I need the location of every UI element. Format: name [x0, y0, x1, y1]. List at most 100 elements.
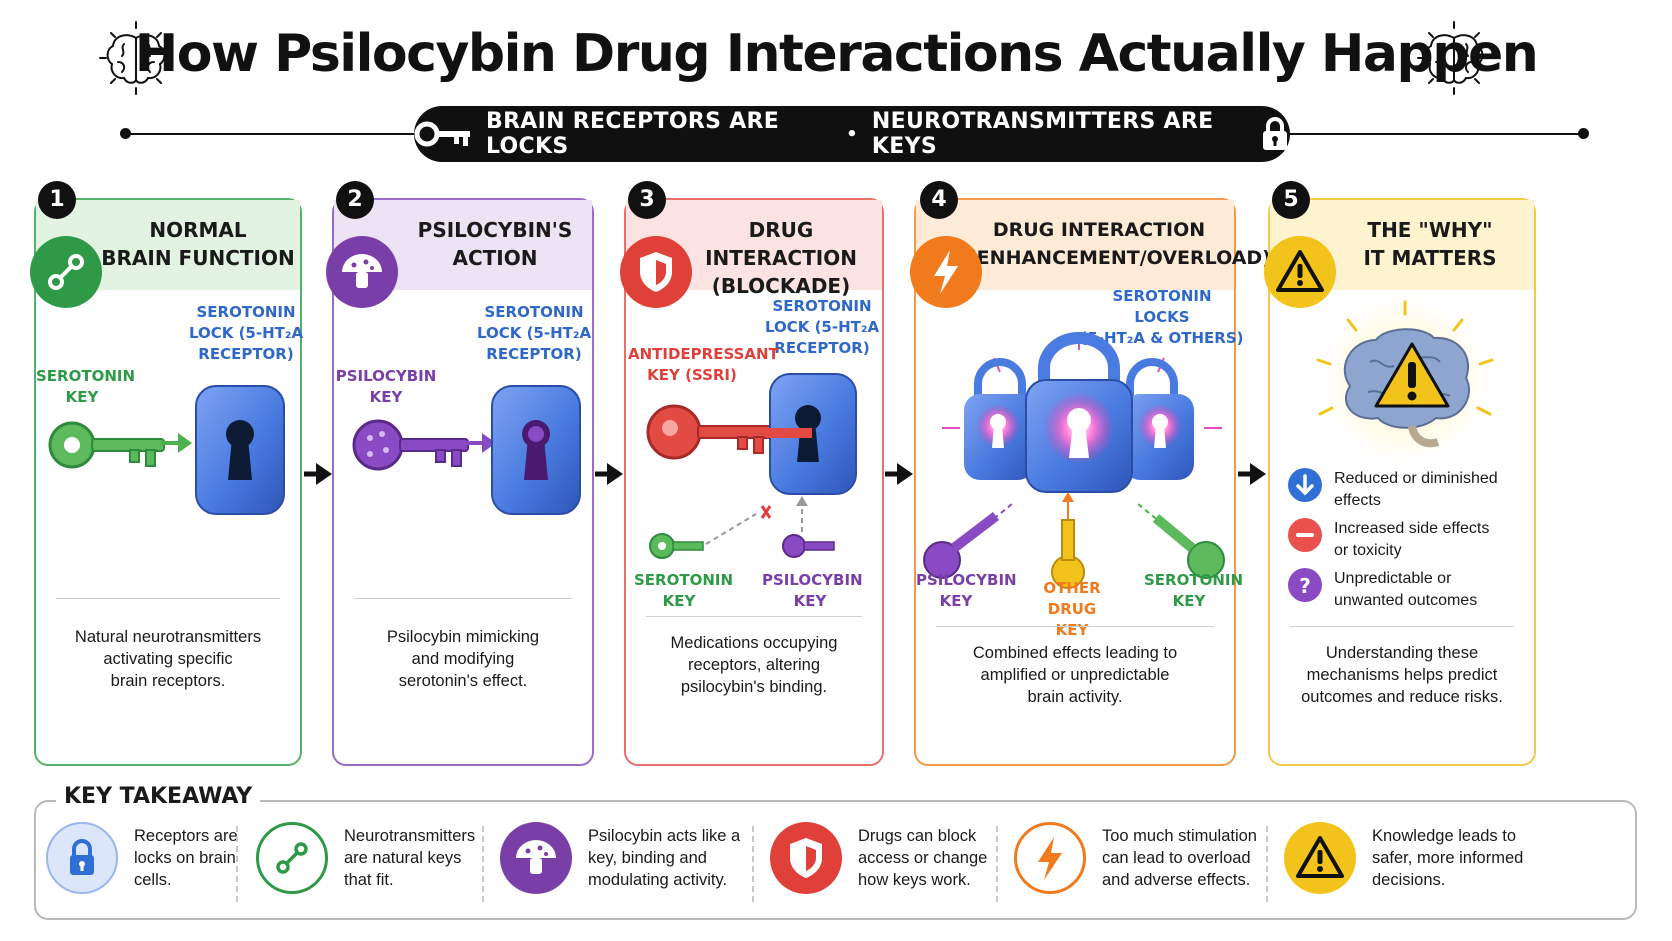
label-line: SEROTONIN: [484, 303, 584, 321]
panel-description: Psilocybin mimicking and modifying serot…: [344, 626, 582, 692]
takeaway-text: Receptors are locks on brain cells.: [134, 825, 244, 891]
left-lock: [964, 358, 1034, 480]
label-line: LOCK (5-HT₂A: [188, 324, 304, 342]
key-label: PSILOCYBIN KEY: [916, 570, 1017, 612]
lock-icon: [491, 385, 581, 515]
panel-title: THE "WHY" IT MATTERS: [1330, 216, 1530, 272]
rule-dot: [120, 128, 131, 139]
legend-line: Reduced or diminished: [1334, 470, 1498, 487]
green-key: [1152, 514, 1225, 579]
desc-line: Natural neurotransmitters: [74, 628, 262, 646]
label-line: KEY: [65, 388, 99, 406]
key-takeaway-label: KEY TAKEAWAY: [56, 784, 261, 809]
key-label: ANTIDEPRESSANT KEY (SSRI): [628, 344, 779, 386]
label-line: PSILOCYBIN: [762, 571, 863, 589]
legend-text: Unpredictable or unwanted outcomes: [1334, 568, 1477, 612]
warning-icon: [1264, 236, 1336, 308]
shield-icon: [620, 236, 692, 308]
takeaway-line: that fit.: [344, 871, 394, 889]
legend-line: or toxicity: [1334, 542, 1402, 559]
label-line: SEROTONIN: [1144, 571, 1244, 589]
lock-label: SEROTONIN LOCK (5-HT₂A RECEPTOR): [186, 302, 306, 365]
arrow-down-icon: [1288, 468, 1322, 502]
takeaway-separator: [752, 826, 754, 902]
incoming-keys-icon: [923, 492, 1225, 589]
takeaway-line: can lead to overload: [1102, 849, 1251, 867]
brain-icon: [1417, 21, 1491, 95]
desc-line: Medications occupying: [670, 634, 838, 652]
takeaway-separator: [482, 826, 484, 902]
flow-arrow-icon: [595, 463, 623, 485]
legend-item: ? Unpredictable or unwanted outcomes: [1288, 568, 1477, 612]
key-label: OTHER DRUG KEY: [1020, 578, 1124, 641]
label-line: OTHER DRUG: [1043, 579, 1101, 618]
label-line: RECEPTOR): [774, 339, 870, 357]
banner-separator: •: [846, 123, 858, 145]
panel-description: Natural neurotransmitters activating spe…: [46, 626, 290, 692]
title-line: BRAIN FUNCTION: [101, 246, 295, 270]
purple-key: [923, 512, 1000, 579]
lock-label: SEROTONIN LOCK (5-HT₂A RECEPTOR): [474, 302, 594, 365]
title-line: DRUG INTERACTION: [992, 219, 1206, 241]
lightning-icon: [1014, 822, 1086, 894]
link-icon: [256, 822, 328, 894]
key-icon: [414, 121, 470, 147]
banner-left-text: BRAIN RECEPTORS ARE LOCKS: [486, 109, 780, 159]
serotonin-key-icon: [48, 421, 165, 469]
label-line: LOCK (5-HT₂A: [764, 318, 880, 336]
takeaway-text: Knowledge leads to safer, more informed …: [1372, 825, 1532, 891]
desc-line: and modifying: [411, 650, 515, 668]
padlock-icon: [1263, 117, 1287, 150]
takeaway-line: access or change: [858, 849, 988, 867]
label-line: SEROTONIN: [196, 303, 296, 321]
divider: [646, 616, 862, 617]
label-line: LOCKS: [1134, 308, 1190, 326]
legend-text: Increased side effects or toxicity: [1334, 518, 1489, 562]
takeaway-item: Knowledge leads to safer, more informed …: [1284, 822, 1532, 894]
title-line: (ENHANCEMENT/OVERLOAD): [968, 247, 1271, 269]
takeaway-text: Too much stimulation can lead to overloa…: [1102, 825, 1262, 891]
label-line: KEY (SSRI): [647, 366, 737, 384]
legend-line: Unpredictable or: [1334, 570, 1452, 587]
minus-icon: [1288, 518, 1322, 552]
title-line: IT MATTERS: [1363, 246, 1497, 270]
takeaway-item: Neurotransmitters are natural keys that …: [256, 822, 484, 894]
banner-right-text: NEUROTRANSMITTERS ARE KEYS: [871, 109, 1214, 159]
panel-title: DRUG INTERACTION (ENHANCEMENT/OVERLOAD): [968, 216, 1271, 272]
desc-line: serotonin's effect.: [398, 672, 528, 690]
page-title: How Psilocybin Drug Interactions Actuall…: [134, 24, 1539, 84]
takeaway-line: Neurotransmitters: [344, 827, 476, 845]
title-line: NORMAL: [149, 218, 247, 242]
lock-label: SEROTONIN LOCK (5-HT₂A RECEPTOR): [762, 296, 882, 359]
lock-icon: [195, 385, 285, 515]
question-icon: ?: [1288, 568, 1322, 602]
takeaway-line: cells.: [134, 871, 172, 889]
yellow-key: [1051, 519, 1085, 589]
arrow-icon: [466, 433, 496, 453]
svg-text:?: ?: [1299, 574, 1311, 598]
center-lock: [1025, 332, 1133, 493]
panel-title: PSILOCYBIN'S ACTION: [404, 216, 586, 272]
label-line: KEY: [662, 592, 696, 610]
desc-line: Understanding these: [1325, 644, 1479, 662]
key-label: PSILOCYBIN KEY: [762, 570, 863, 612]
flow-arrow-icon: [304, 463, 332, 485]
takeaway-separator: [236, 826, 238, 902]
title-line: (BLOCKADE): [711, 274, 851, 298]
takeaway-text: Neurotransmitters are natural keys that …: [344, 825, 484, 891]
arrow-icon: [160, 433, 192, 453]
takeaway-line: safer, more informed: [1372, 849, 1524, 867]
step-number: 5: [1272, 181, 1310, 219]
key-label: SEROTONIN KEY: [1144, 570, 1244, 612]
psilocybin-key-icon: [352, 419, 469, 471]
takeaway-item: Psilocybin acts like a key, binding and …: [500, 822, 748, 894]
label-line: KEY: [1172, 592, 1206, 610]
key-takeaway-box: [34, 800, 1637, 920]
takeaway-text: Psilocybin acts like a key, binding and …: [588, 825, 748, 891]
legend-text: Reduced or diminished effects: [1334, 468, 1498, 512]
label-line: SEROTONIN: [36, 367, 136, 385]
panel-description: Combined effects leading to amplified or…: [926, 642, 1224, 708]
rule-dot: [1578, 128, 1589, 139]
panel-description: Understanding these mechanisms helps pre…: [1280, 642, 1524, 708]
takeaway-line: Psilocybin acts like a: [588, 827, 741, 845]
